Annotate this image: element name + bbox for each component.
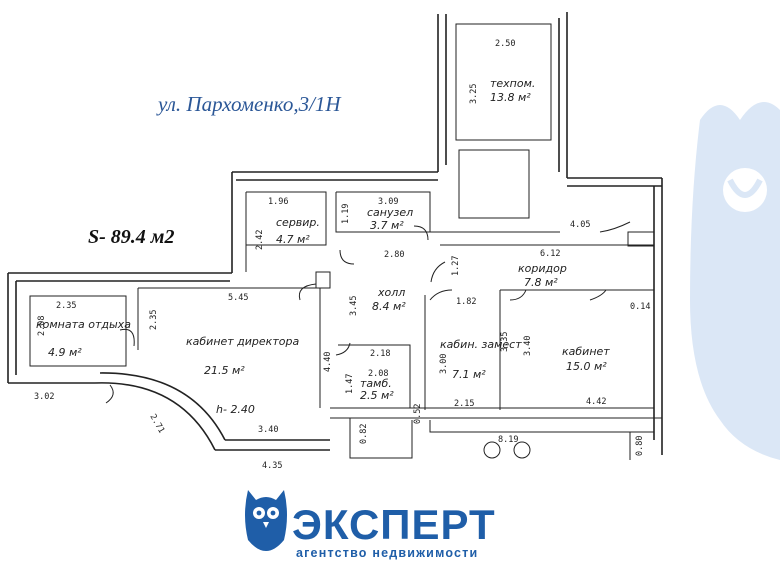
room-corridor-name: коридор <box>518 262 567 275</box>
dimension-label: 2.42 <box>255 230 265 250</box>
room-hall-name: холл <box>377 286 405 299</box>
dimension-labels: 2.50 3.25 1.96 2.42 1.19 3.09 4.05 6.12 … <box>34 39 650 471</box>
dimension-label: 4.42 <box>586 397 606 407</box>
room-hall-area: 8.4 м² <box>372 300 406 313</box>
walls <box>7 12 663 460</box>
room-office-area: 15.0 м² <box>566 360 607 373</box>
dimension-label: 4.35 <box>262 461 282 471</box>
owl-logo-icon <box>245 490 287 551</box>
dimension-label: 6.12 <box>540 249 560 259</box>
dimension-label: 3.40 <box>258 425 278 435</box>
room-deputy-name: кабин. замест <box>440 338 522 351</box>
dimension-label: 2.50 <box>495 39 515 49</box>
room-director-area: 21.5 м² <box>204 364 245 377</box>
room-service-area: 4.7 м² <box>276 233 310 246</box>
dimension-label: 2.80 <box>384 250 404 260</box>
room-deputy-area: 7.1 м² <box>452 368 486 381</box>
dimension-label: 0.52 <box>413 404 423 424</box>
room-tech-name: техпом. <box>490 77 535 90</box>
dimension-label: 0.80 <box>635 436 645 456</box>
dimension-label: 3.00 <box>439 354 449 374</box>
dimension-label: 0.14 <box>630 302 650 312</box>
dimension-label: 4.05 <box>570 220 590 230</box>
room-service-name: сервир. <box>276 216 320 229</box>
room-corridor-area: 7.8 м² <box>524 276 558 289</box>
dimension-label: 2.08 <box>368 369 388 379</box>
dimension-label: 5.45 <box>228 293 248 303</box>
total-area-label: S- 89.4 м2 <box>88 226 175 248</box>
dimension-label: 1.96 <box>268 197 288 207</box>
dimension-label: 3.35 <box>500 332 510 352</box>
dimension-label: 2.08 <box>37 316 47 336</box>
dimension-label: 2.71 <box>147 413 166 436</box>
dimension-label: 2.15 <box>454 399 474 409</box>
dimension-label: 1.47 <box>345 374 355 394</box>
owl-watermark-icon <box>690 102 780 460</box>
address-label: ул. Пархоменко,3/1Н <box>158 92 341 116</box>
room-vestibule-area: 2.5 м² <box>360 389 394 402</box>
room-bathroom-name: санузел <box>367 206 413 219</box>
dimension-label: 3.40 <box>523 336 533 356</box>
brand-tagline: агентство недвижимости <box>296 546 479 560</box>
room-director-name: кабинет директора <box>186 335 299 348</box>
room-vestibule-name: тамб. <box>360 377 392 390</box>
room-office-name: кабинет <box>562 345 610 358</box>
dimension-label: 3.45 <box>349 296 359 316</box>
dimension-label: 1.19 <box>341 204 351 224</box>
dimension-label: 0.82 <box>359 424 369 444</box>
room-rest-area: 4.9 м² <box>48 346 82 359</box>
room-director-height: h- 2.40 <box>216 403 255 416</box>
room-tech-area: 13.8 м² <box>490 91 531 104</box>
dimension-label: 2.35 <box>56 301 76 311</box>
dimension-label: 3.25 <box>469 84 479 104</box>
room-rest-name: комната отдыха <box>36 318 131 331</box>
dimension-label: 3.02 <box>34 392 54 402</box>
dimension-label: 1.27 <box>451 256 461 276</box>
dimension-label: 1.82 <box>456 297 476 307</box>
room-bathroom-area: 3.7 м² <box>370 219 404 232</box>
room-labels: техпом. 13.8 м² сервир. 4.7 м² санузел 3… <box>36 77 610 416</box>
dimension-label: 2.35 <box>149 310 159 330</box>
dimension-label: 2.18 <box>370 349 390 359</box>
dimension-label: 4.40 <box>323 352 333 372</box>
dimension-label: 3.09 <box>378 197 398 207</box>
dimension-label: 8.19 <box>498 435 518 445</box>
doors <box>105 221 631 459</box>
brand-name: ЭКСПЕРТ <box>292 501 496 548</box>
